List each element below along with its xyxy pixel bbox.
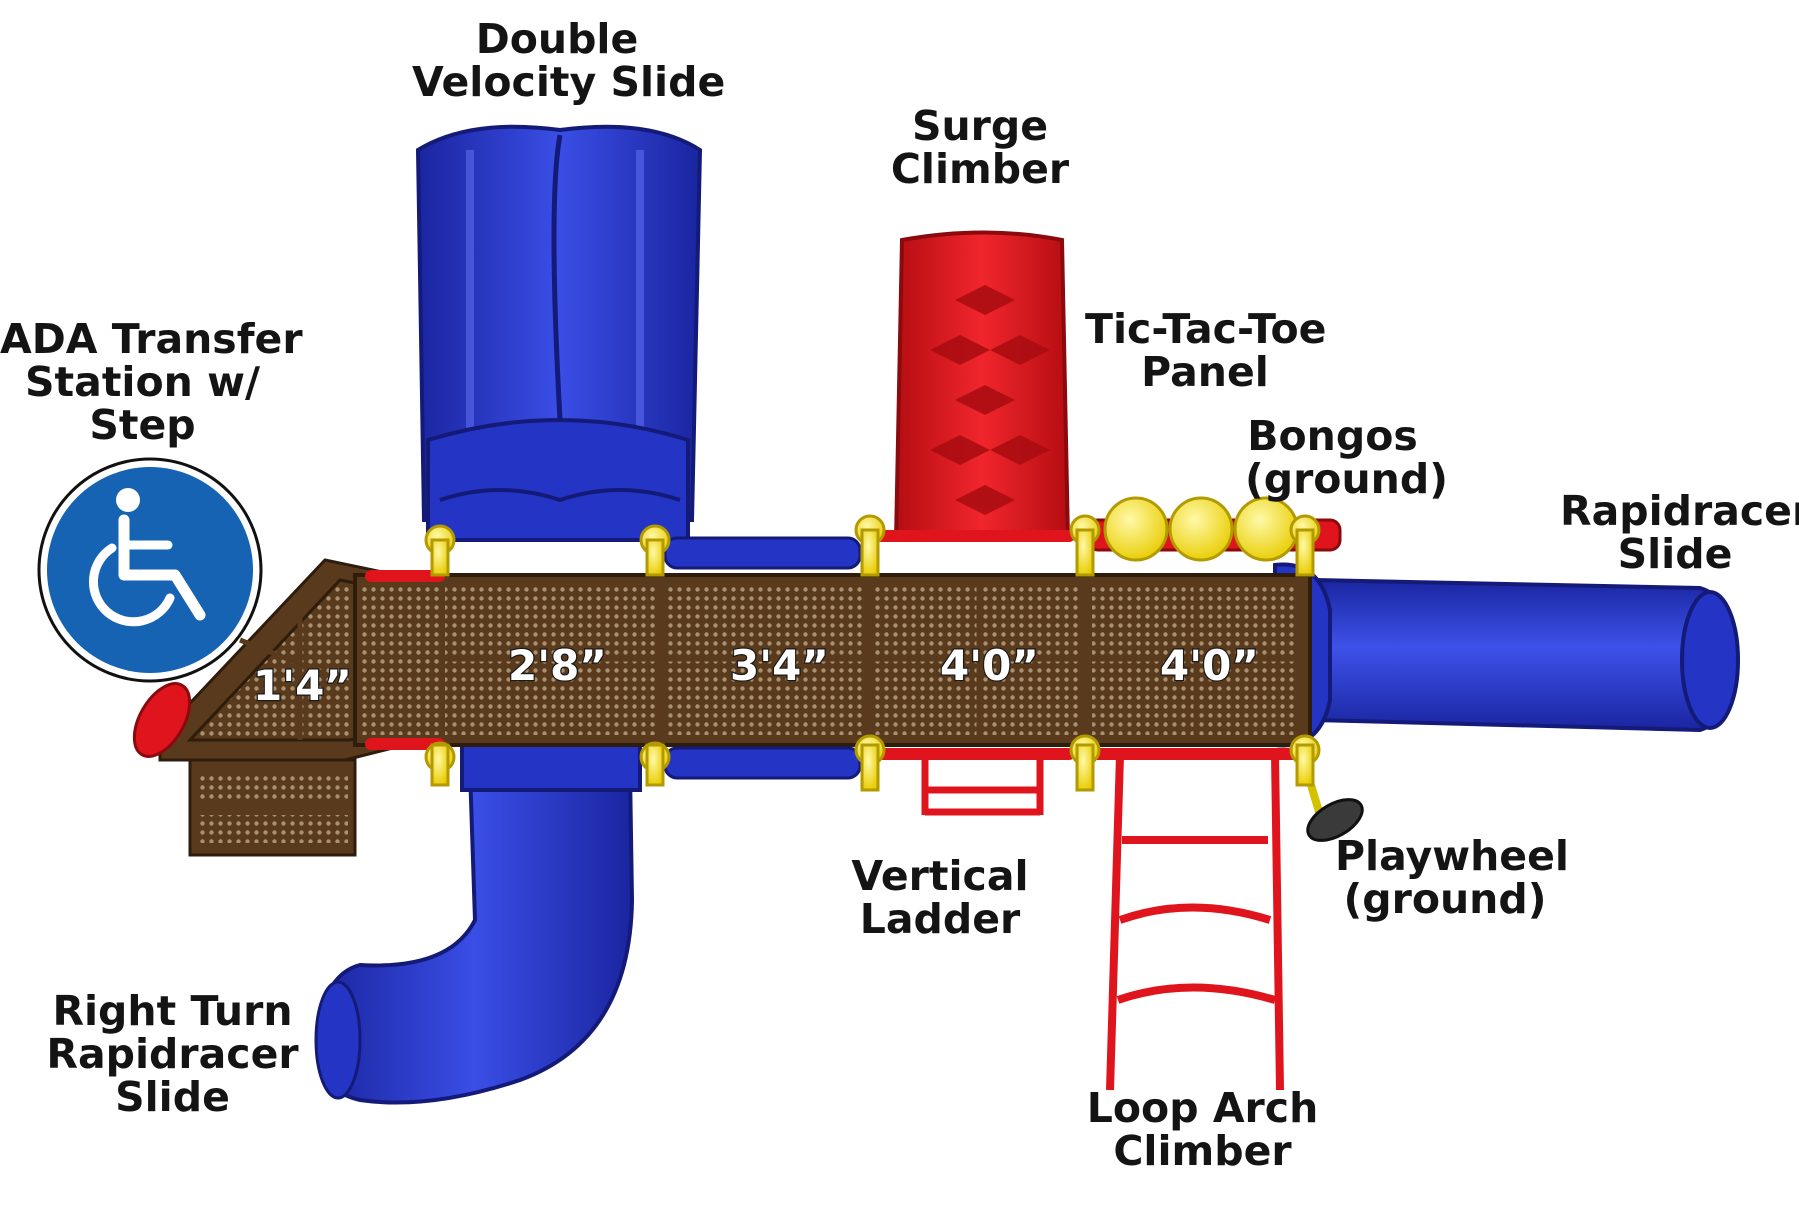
deck-height-1: 1'4” [253,661,352,710]
main-deck [353,573,1312,747]
label-rapidracer-slide: Rapidracer Slide [1560,487,1799,578]
deck-height-3: 3'4” [730,641,829,690]
deck-posts [424,514,1321,792]
deck-height-4: 4'0” [940,641,1039,690]
guard-panels [663,536,862,780]
label-double-velocity-slide: Double Velocity Slide [412,15,726,106]
label-right-turn-slide: Right Turn Rapidracer Slide [46,987,299,1121]
vertical-ladder [921,755,1044,816]
deck-height-labels: 1'4” 2'8” 3'4” 4'0” 4'0” [252,640,1260,712]
label-bongos: Bongos (ground) [1245,412,1448,503]
label-playwheel: Playwheel (ground) [1335,832,1569,923]
bongos-assembly [1086,496,1342,562]
wheelchair-accessibility-icon [37,457,263,683]
surge-climber [893,230,1071,542]
loop-arch-climber [1106,754,1284,1091]
label-surge-climber: Surge Climber [890,102,1070,193]
double-velocity-slide [415,124,703,542]
rapidracer-slide [1273,562,1740,748]
deck-height-2: 2'8” [508,641,607,690]
right-turn-rapidracer-slide [314,728,642,1105]
label-vertical-ladder: Vertical Ladder [851,852,1029,943]
label-tic-tac-toe-panel: Tic-Tac-Toe Panel [1085,305,1327,396]
label-loop-arch-climber: Loop Arch Climber [1086,1084,1319,1175]
deck-height-5: 4'0” [1160,641,1259,690]
label-ada-transfer-station: ADA Transfer Station w/ Step [0,315,303,449]
